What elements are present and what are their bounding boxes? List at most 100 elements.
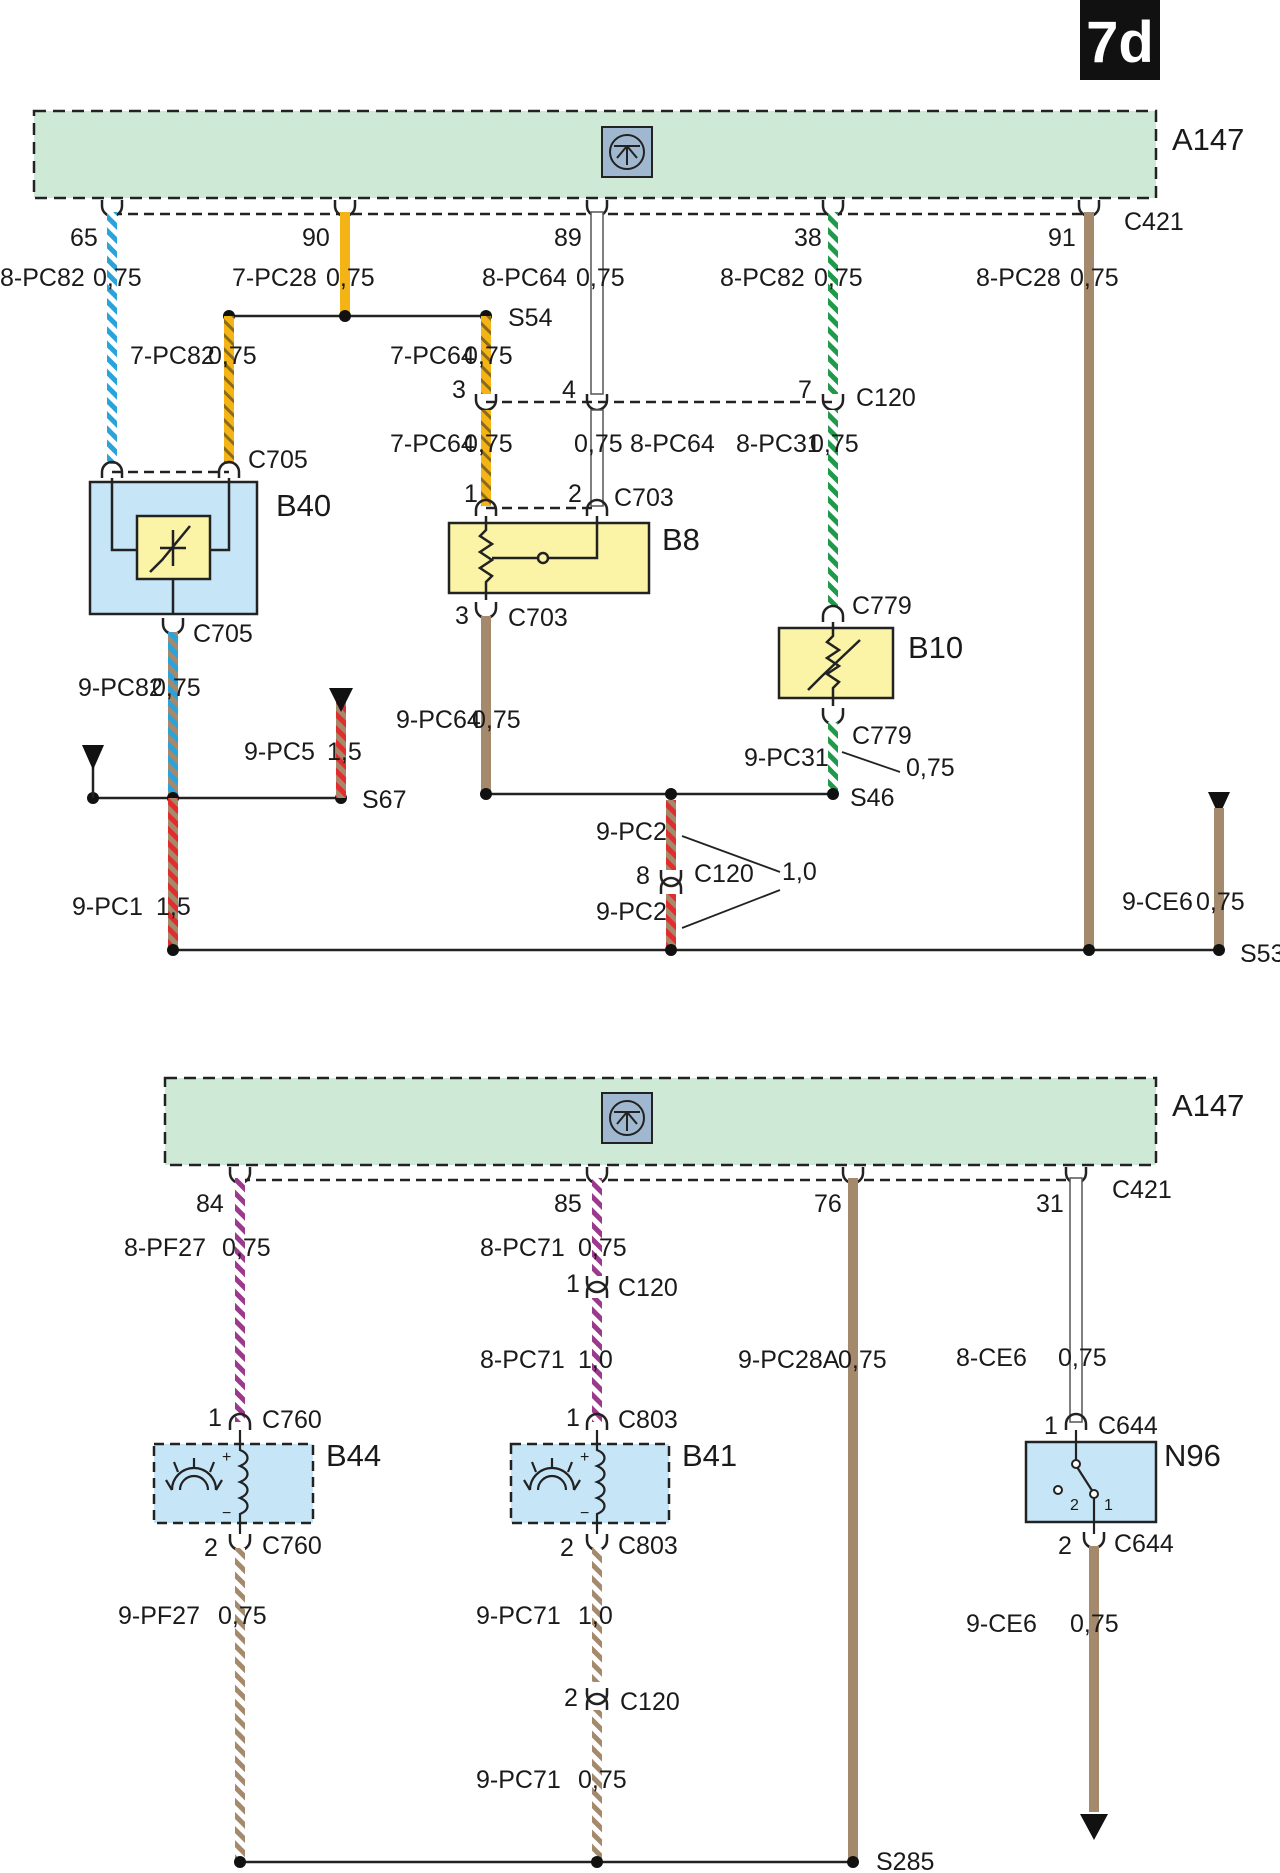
- c760-pin-1: 1: [208, 1404, 222, 1432]
- wire-38-green: [828, 212, 838, 394]
- pin-90: 90: [302, 224, 330, 252]
- speed-sensor-icon-b41: + −: [523, 1430, 606, 1534]
- c803-top-label: C803: [618, 1406, 678, 1434]
- c803-bottom-cup: [585, 1534, 609, 1552]
- wire-b8-in-upper-size: 0,75: [464, 342, 513, 370]
- wire-b8-in-upper: [481, 316, 491, 394]
- wire-pc2-upper-code: 9-PC2: [596, 818, 667, 846]
- b40-lead-right: [210, 478, 231, 552]
- wire-b41-out-code: 9-PC71: [476, 1602, 561, 1630]
- wire-65-blue: [107, 212, 117, 464]
- arrow-down-icon: [1080, 1814, 1108, 1840]
- c803-bottom-label: C803: [618, 1532, 678, 1560]
- wire-pc5-code: 9-PC5: [244, 738, 315, 766]
- ecu-module-top: [32, 109, 1158, 200]
- c120-a-cup-bottom: [585, 1280, 609, 1298]
- c120-mid-pin: 8: [636, 862, 650, 890]
- wire-b44-out-code: 9-PF27: [118, 1602, 200, 1630]
- splice-s285-label: S285: [876, 1848, 934, 1873]
- wire-91-code: 8-PC28: [976, 264, 1061, 292]
- c644-pin-1: 1: [1044, 1412, 1058, 1440]
- wire-84-code: 8-PF27: [124, 1234, 206, 1262]
- c779-bottom-cup: [821, 708, 845, 726]
- splice-s54-label: S54: [508, 304, 553, 332]
- wire-65-size: 0,75: [93, 264, 142, 292]
- wire-b10-in-code: 8-PC31: [736, 430, 821, 458]
- wire-84-size: 0,75: [222, 1234, 271, 1262]
- wire-b8-in-lower: [481, 410, 491, 506]
- wire-76-code: 9-PC28A: [738, 1346, 840, 1374]
- wire-84-violet: [235, 1178, 245, 1422]
- ecu-transistor-icon: [601, 126, 653, 178]
- c703-cup-2: [585, 498, 609, 516]
- wire-n96-out-size: 0,75: [1070, 1610, 1119, 1638]
- node-b41: [591, 1856, 603, 1868]
- wire-pc2-upper: [666, 800, 676, 870]
- wire-85b-size: 1,0: [578, 1346, 613, 1374]
- wire-pc2-lower: [666, 894, 676, 950]
- wire-pc1: [168, 798, 178, 950]
- node-b8: [480, 788, 492, 800]
- c703-bottom-label: C703: [508, 604, 568, 632]
- c703-cup-1: [474, 498, 498, 516]
- wire-76-size: 0,75: [838, 1346, 887, 1374]
- svg-text:+: +: [580, 1449, 589, 1466]
- potentiometer-icon-b8: [477, 516, 599, 600]
- c703-top-label: C703: [614, 484, 674, 512]
- c120-b-cup-top: [585, 1688, 609, 1706]
- splice-s67-label: S67: [362, 786, 406, 814]
- c703-pin-1: 1: [464, 480, 478, 508]
- wire-65-code: 8-PC82: [0, 264, 85, 292]
- wire-ce6-size: 0,75: [1196, 888, 1245, 916]
- wire-91-brown: [1084, 212, 1094, 950]
- wire-90-code: 7-PC28: [232, 264, 317, 292]
- c760-bottom-cup: [228, 1534, 252, 1552]
- pin-65: 65: [70, 224, 98, 252]
- pin-31: 31: [1036, 1190, 1064, 1218]
- n96-contact-2: 2: [1070, 1497, 1079, 1514]
- arrow-pc5-icon: [329, 688, 353, 712]
- c803-pin-2: 2: [560, 1534, 574, 1562]
- n96-contact-1: 1: [1104, 1497, 1113, 1514]
- n96-label: N96: [1164, 1438, 1221, 1473]
- wire-85-code: 8-PC71: [480, 1234, 565, 1262]
- wire-b8-in-lower-code: 7-PC64: [390, 430, 475, 458]
- wire-38-size: 0,75: [814, 264, 863, 292]
- bottom-section: A147 C421 84 85 76 31 8-PF27 0,75 1 C760…: [118, 1076, 1244, 1873]
- wire-91-size: 0,75: [1070, 264, 1119, 292]
- c705-top-cup-2: [217, 460, 241, 478]
- wire-90-yellow: [340, 212, 350, 316]
- thermistor-icon-b10: [807, 622, 861, 706]
- wire-b10-out: [828, 722, 838, 794]
- c120-b-cup-bottom: [585, 1692, 609, 1710]
- c120-pin-3: 3: [452, 376, 466, 404]
- wire-b40-yellow-code: 7-PC82: [130, 342, 215, 370]
- wire-b8-white-size: 0,75: [574, 430, 623, 458]
- pin-76: 76: [814, 1190, 842, 1218]
- wire-b41-out: [592, 1548, 602, 1682]
- wire-b10-out-size: 0,75: [906, 754, 955, 782]
- splice-s46-label: S46: [850, 784, 894, 812]
- wire-b44-out-size: 0,75: [218, 1602, 267, 1630]
- node-pc1: [167, 944, 179, 956]
- wire-b8-out-size: 0,75: [472, 706, 521, 734]
- ecu-label-top: A147: [1172, 122, 1244, 157]
- wire-85-size: 0,75: [578, 1234, 627, 1262]
- wire-pc5: [336, 702, 346, 798]
- pin-91: 91: [1048, 224, 1076, 252]
- b44-label: B44: [326, 1438, 381, 1473]
- sensor-b41: [509, 1442, 671, 1525]
- c120-b-label: C120: [620, 1688, 680, 1716]
- c703-cup-3: [474, 602, 498, 620]
- c644-bottom-cup: [1082, 1532, 1106, 1550]
- b10-out-leader: [841, 751, 901, 773]
- ecu-label-bottom: A147: [1172, 1088, 1244, 1123]
- wire-pc2-lower-code: 9-PC2: [596, 898, 667, 926]
- wire-b40-out-size: 0,75: [152, 674, 201, 702]
- pin-89: 89: [554, 224, 582, 252]
- c120-pin-4: 4: [562, 376, 576, 404]
- wire-b41-out2-code: 9-PC71: [476, 1766, 561, 1794]
- c760-top-label: C760: [262, 1406, 322, 1434]
- wire-85b-violet: [592, 1298, 602, 1422]
- wire-b41-out-size: 1,0: [578, 1602, 613, 1630]
